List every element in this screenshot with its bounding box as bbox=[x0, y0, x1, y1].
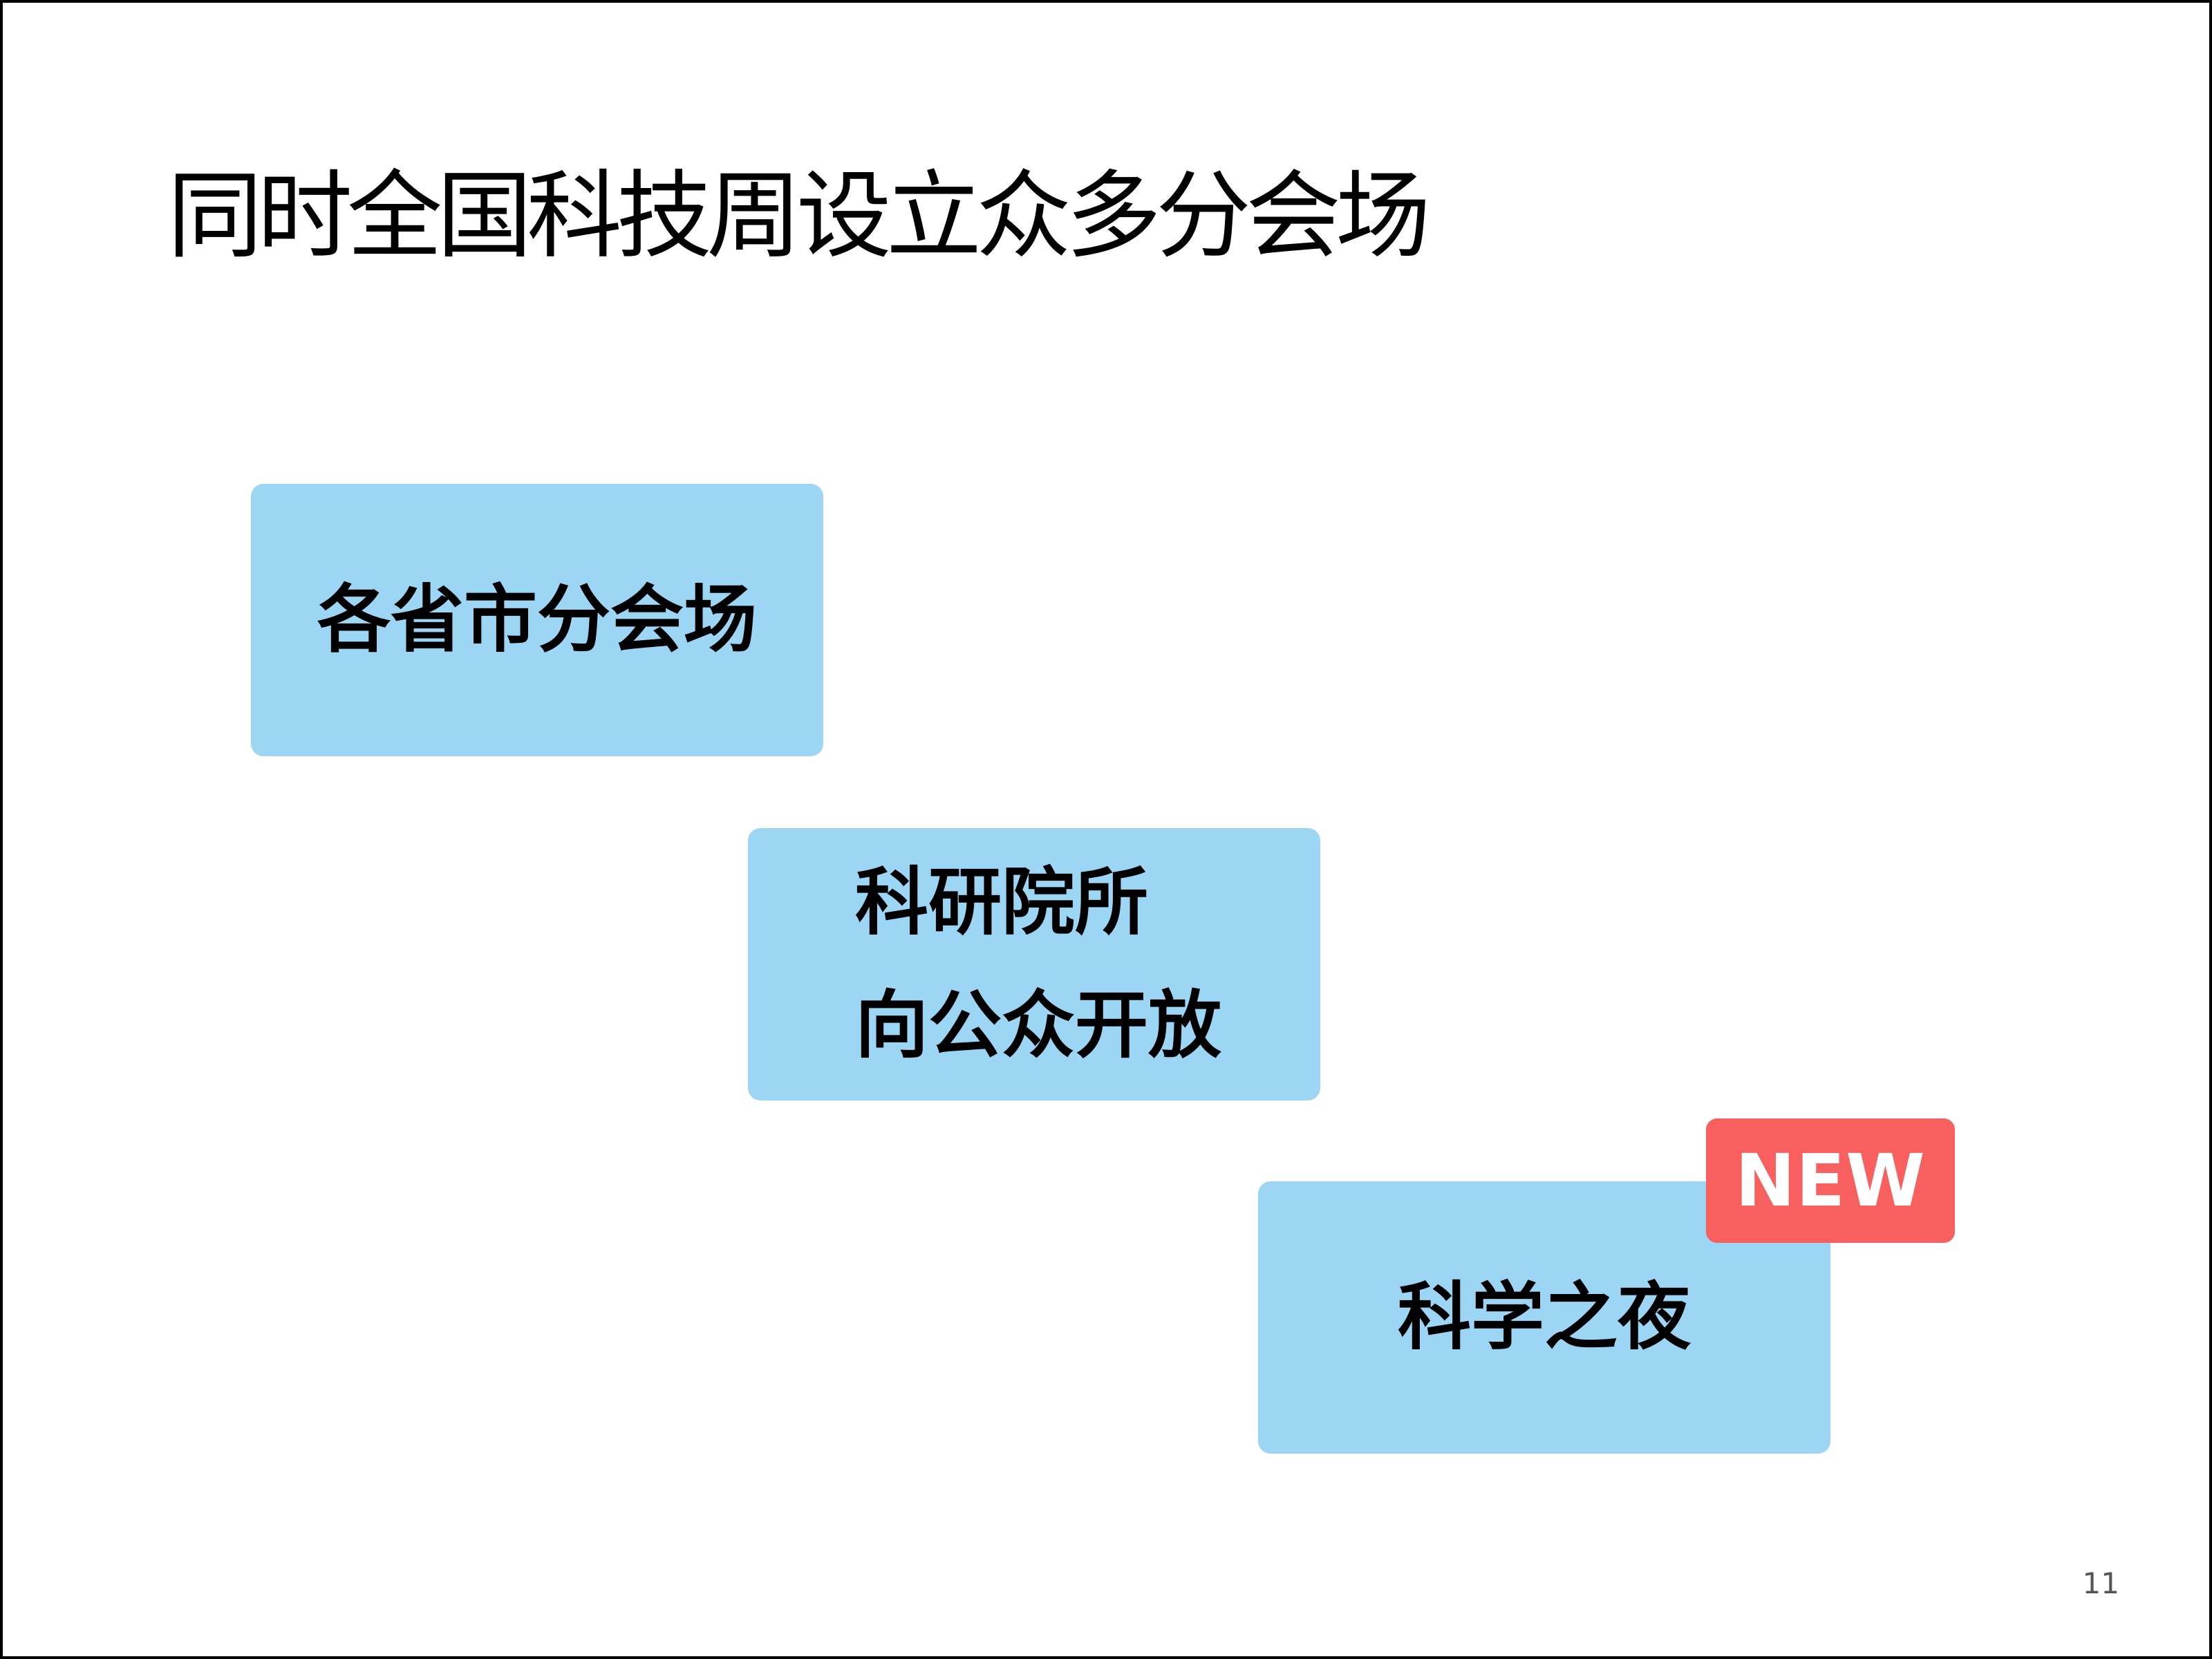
card-label: 科学之夜 bbox=[1398, 1275, 1691, 1360]
card-label: 各省市分会场 bbox=[317, 577, 757, 662]
card-research-institutes: 科研院所 向公众开放 bbox=[748, 828, 1320, 1100]
card-provincial-venues: 各省市分会场 bbox=[251, 484, 823, 756]
slide-title: 同时全国科技周设立众多分会场 bbox=[167, 160, 1431, 272]
card-label-line-1: 科研院所 bbox=[855, 860, 1148, 945]
page-number: 11 bbox=[2082, 1566, 2119, 1600]
card-label-line-2: 向公众开放 bbox=[855, 983, 1221, 1068]
new-badge: NEW bbox=[1706, 1118, 1955, 1243]
